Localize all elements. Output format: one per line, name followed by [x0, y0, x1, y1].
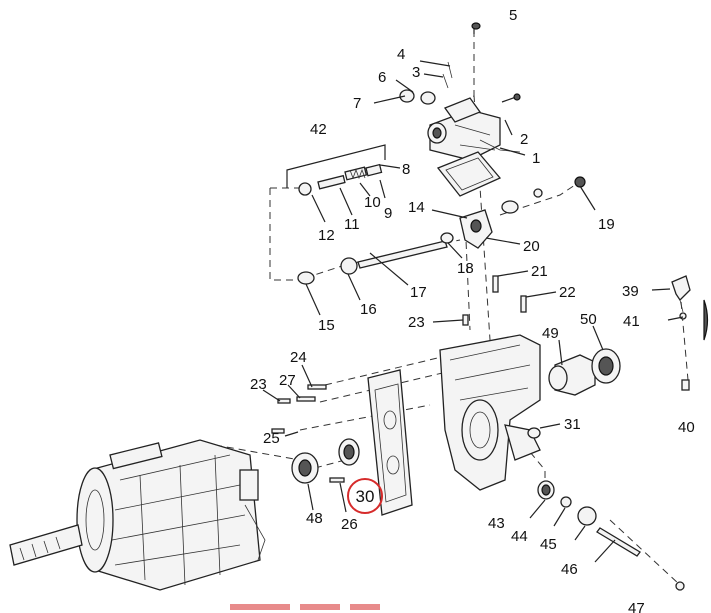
center-plate: [367, 369, 413, 516]
label-42: 42: [310, 121, 327, 138]
label-8: 8: [402, 161, 410, 178]
left-pins: [271, 384, 345, 483]
label-5: 5: [509, 7, 517, 24]
cropped-red-caption: [230, 604, 380, 610]
transmission-case: [439, 334, 541, 491]
leader-lines: [262, 60, 684, 563]
callout-numbers: 5 4 3 6 7 2 1 42 8 10 9 11 12 14 19 20 1…: [250, 7, 695, 613]
label-10: 10: [364, 194, 381, 211]
label-44: 44: [511, 528, 528, 545]
label-39: 39: [622, 283, 639, 300]
highlight-circle: [347, 478, 383, 514]
highlight-callout-30: 30: [347, 478, 383, 514]
label-9: 9: [384, 205, 392, 222]
label-22: 22: [559, 284, 576, 301]
shift-shaft-assembly: [297, 176, 586, 285]
label-2: 2: [520, 131, 528, 148]
shift-cover-assembly: [399, 22, 521, 161]
label-14: 14: [408, 199, 425, 216]
label-47: 47: [628, 600, 645, 613]
label-7: 7: [353, 95, 361, 112]
label-6: 6: [378, 69, 386, 86]
dowel-pins: [462, 275, 527, 326]
seal-30: [338, 438, 360, 466]
label-11: 11: [344, 216, 360, 233]
label-46: 46: [561, 561, 578, 578]
label-16: 16: [360, 301, 377, 318]
label-15: 15: [318, 317, 335, 334]
yoke-and-bearing: [548, 348, 621, 396]
label-24: 24: [290, 349, 307, 366]
label-21: 21: [531, 263, 548, 280]
label-23-lower: 23: [250, 376, 267, 393]
label-41: 41: [623, 313, 640, 330]
label-25: 25: [263, 430, 280, 447]
label-40: 40: [678, 419, 695, 436]
label-3: 3: [412, 64, 420, 81]
shift-rail-group: [286, 144, 386, 196]
cover-gasket: [436, 151, 502, 197]
label-45: 45: [540, 536, 557, 553]
label-17: 17: [410, 284, 427, 301]
label-26: 26: [341, 516, 358, 533]
right-side-parts: [671, 275, 709, 391]
label-43: 43: [488, 515, 505, 532]
label-1: 1: [532, 150, 540, 167]
label-20: 20: [523, 238, 540, 255]
label-4: 4: [397, 46, 405, 63]
label-23-upper: 23: [408, 314, 425, 331]
label-48: 48: [306, 510, 323, 527]
bearing-48: [291, 452, 319, 484]
label-50: 50: [580, 311, 597, 328]
label-49: 49: [542, 325, 559, 342]
label-30: 30: [356, 487, 375, 506]
label-31: 31: [564, 416, 581, 433]
lower-right-parts: [537, 480, 685, 591]
label-19: 19: [598, 216, 615, 233]
label-18: 18: [457, 260, 474, 277]
label-27: 27: [279, 372, 296, 389]
main-gearbox-housing: [9, 439, 266, 591]
label-12: 12: [318, 227, 335, 244]
